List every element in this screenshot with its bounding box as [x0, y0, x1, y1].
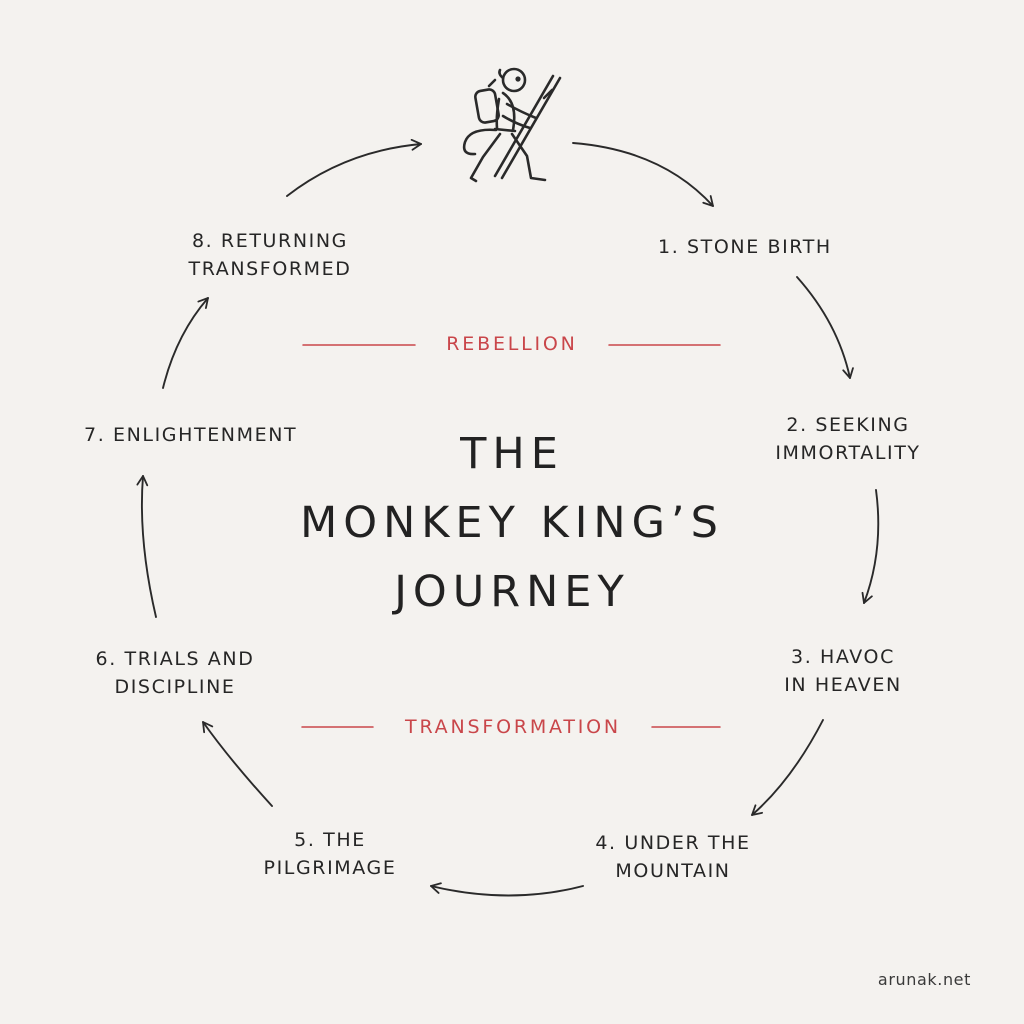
stage-3-line-1: 3. HAVOC [791, 646, 895, 668]
stage-2-line-1: 2. SEEKING [786, 414, 910, 436]
stage-3-label: 3. HAVOC IN HEAVEN [778, 643, 908, 699]
arrow-stage-3-to-4 [751, 719, 824, 816]
stage-4-line-2: MOUNTAIN [615, 860, 731, 882]
arrow-stage-1-to-2 [796, 276, 854, 379]
stage-5-line-2: PILGRIMAGE [263, 857, 397, 879]
stage-5-label: 5. THE PILGRIMAGE [250, 826, 410, 882]
stage-6-line-1: 6. TRIALS AND [95, 648, 255, 670]
arrow-icon-to-stage-1 [572, 142, 714, 207]
stage-3-line-2: IN HEAVEN [784, 674, 902, 696]
arrow-stage-2-to-3 [861, 489, 880, 604]
arrow-stage-4-to-5 [430, 882, 584, 897]
stage-6-line-2: DISCIPLINE [114, 676, 236, 698]
title-line-2: MONKEY KING’S [300, 498, 724, 548]
title-line-1: THE [460, 429, 564, 479]
arrow-stage-5-to-6 [202, 721, 273, 807]
stage-4-line-1: 4. UNDER THE [595, 832, 751, 854]
stage-5-line-1: 5. THE [294, 829, 366, 851]
stage-8-line-2: TRANSFORMED [188, 258, 352, 280]
stage-4-label: 4. UNDER THE MOUNTAIN [588, 829, 758, 885]
theme-transformation: TRANSFORMATION [405, 716, 621, 738]
arrow-stage-8-to-icon [286, 138, 422, 197]
site-credit: arunak.net [877, 970, 971, 989]
stage-6-label: 6. TRIALS AND DISCIPLINE [85, 645, 265, 701]
monkey-pilgrim-with-staff-icon [462, 67, 562, 183]
stage-7-line-1: 7. ENLIGHTENMENT [84, 424, 298, 446]
stage-8-label: 8. RETURNING TRANSFORMED [180, 227, 360, 283]
diagram-title: THE MONKEY KING’S JOURNEY [262, 420, 762, 627]
stage-7-label: 7. ENLIGHTENMENT [84, 421, 297, 449]
arrow-stage-6-to-7 [136, 475, 157, 618]
stage-2-label: 2. SEEKING IMMORTALITY [768, 411, 928, 467]
title-line-3: JOURNEY [394, 567, 630, 617]
stage-1-label: 1. STONE BIRTH [658, 233, 832, 261]
stage-1-line-1: 1. STONE BIRTH [658, 236, 832, 258]
arrow-stage-7-to-8 [162, 297, 209, 389]
stage-2-line-2: IMMORTALITY [775, 442, 921, 464]
stage-8-line-1: 8. RETURNING [191, 230, 349, 252]
theme-rebellion: REBELLION [446, 333, 578, 355]
